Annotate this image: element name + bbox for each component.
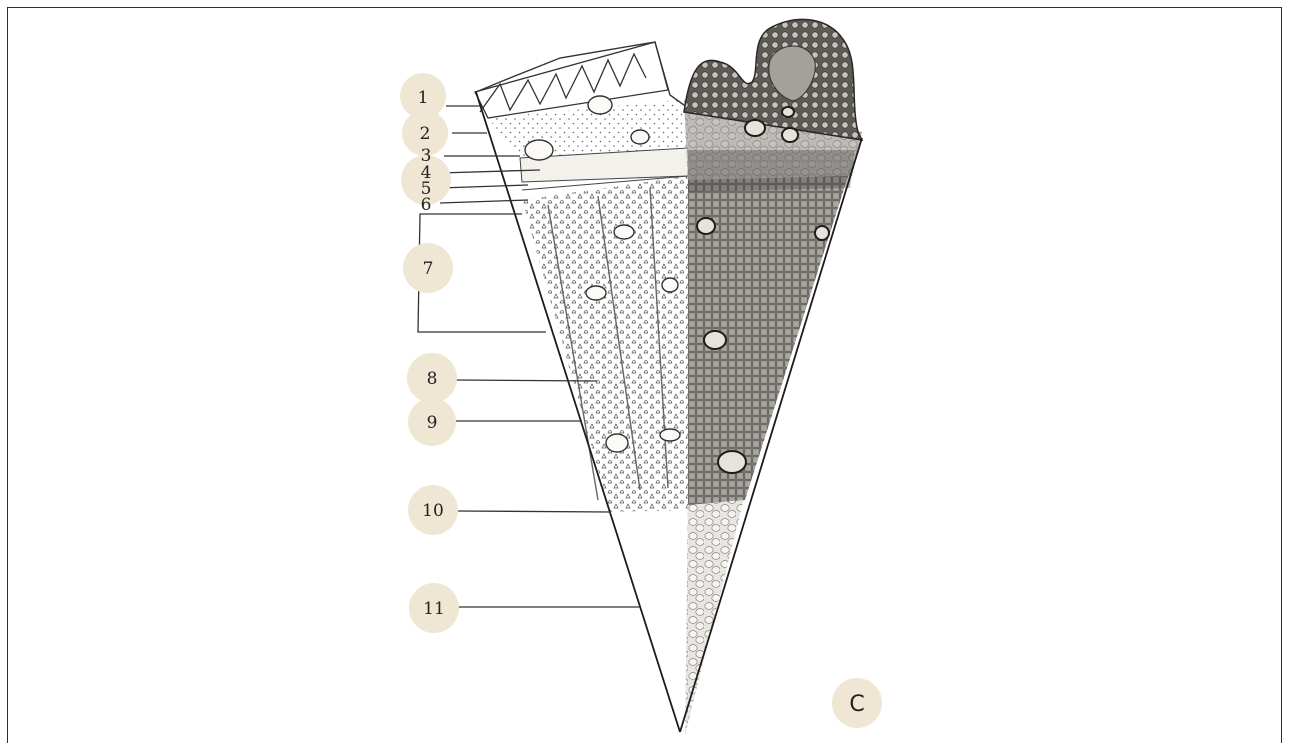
svg-text:9: 9: [427, 413, 438, 433]
panel-letter: C: [832, 678, 882, 728]
label-6: 6: [421, 195, 432, 215]
svg-text:7: 7: [423, 259, 434, 279]
label-11: 11: [409, 583, 459, 633]
svg-text:10: 10: [422, 501, 444, 521]
xylem-region: [522, 176, 688, 512]
cambium-shadow: [688, 150, 855, 192]
svg-text:2: 2: [420, 124, 431, 144]
right-detailed-half: [684, 19, 862, 735]
svg-text:C: C: [849, 692, 864, 717]
label-8: 8: [407, 353, 457, 403]
label-9: 9: [408, 398, 456, 446]
label-10: 10: [408, 485, 458, 535]
svg-text:8: 8: [427, 369, 438, 389]
svg-text:1: 1: [418, 88, 429, 108]
label-7: 7: [403, 243, 453, 293]
left-schematic-half: [475, 42, 688, 512]
svg-text:11: 11: [423, 599, 445, 619]
